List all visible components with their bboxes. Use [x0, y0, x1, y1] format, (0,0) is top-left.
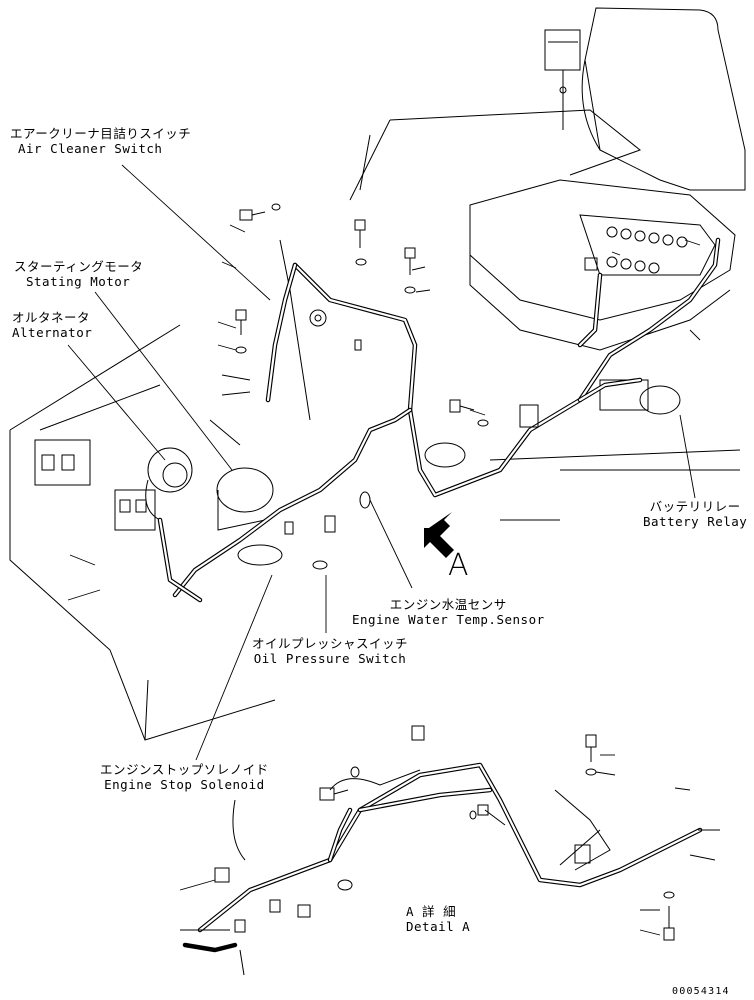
label-oil-pressure-switch: オイルプレッシャスイッチ Oil Pressure Switch — [252, 636, 409, 666]
operator-seat — [349, 7, 746, 351]
label-starting-motor: スターティングモータ Stating Motor — [14, 259, 144, 289]
view-marker-a: A — [448, 548, 469, 583]
connectors — [214, 257, 598, 933]
label-engine-water-temp-sensor: エンジン水温センサ Engine Water Temp.Sensor — [352, 597, 545, 627]
view-arrow-a — [424, 512, 456, 558]
batteries — [34, 439, 156, 531]
wire-harness-detail — [197, 762, 703, 933]
drawing-number: 00054314 — [672, 986, 730, 997]
wire-harness-main — [157, 237, 721, 603]
label-alternator: オルタネータ Alternator — [12, 310, 93, 340]
detail-brackets — [232, 769, 611, 871]
battery-relay — [599, 379, 681, 415]
alternator — [145, 447, 193, 521]
label-engine-stop-solenoid: エンジンストップソレノイド Engine Stop Solenoid — [100, 762, 269, 792]
label-detail-a: A 詳 細 Detail A — [406, 904, 471, 934]
seat-switch — [544, 29, 581, 130]
fuse-box — [579, 214, 716, 276]
starting-motor — [216, 467, 274, 531]
bolts-and-washers — [235, 203, 675, 941]
leader-lines — [67, 164, 720, 936]
label-air-cleaner-switch: エアークリーナ目詰りスイッチ Air Cleaner Switch — [10, 126, 192, 156]
label-battery-relay: バッテリリレー Battery Relay — [643, 499, 748, 529]
ground-strap — [182, 942, 245, 976]
